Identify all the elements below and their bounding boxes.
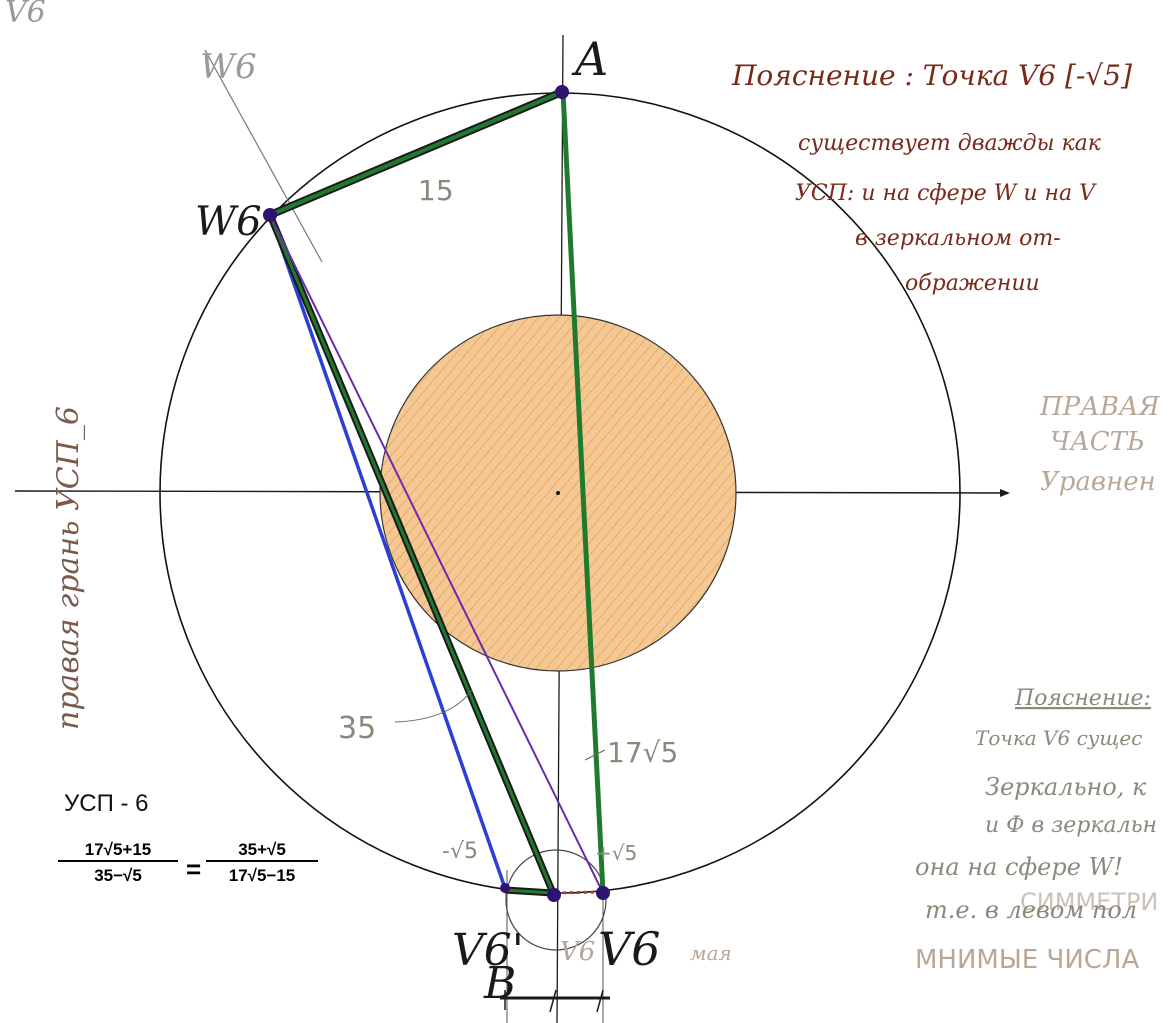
point-center-bottom [547, 888, 561, 902]
point-v6-prime [500, 883, 510, 893]
note-line: Уравнен [1040, 467, 1156, 497]
formula-right-fraction: 35+√5 17√5−15 [206, 840, 318, 886]
note-line: Точка V6 сущес [975, 726, 1142, 750]
diagram-title: УСП - 6 [64, 790, 149, 817]
note-line: Пояснение: [1014, 686, 1151, 711]
axis-arrow [1000, 489, 1010, 497]
point-w6 [263, 208, 277, 222]
label-length-15: 15 [418, 174, 454, 207]
leader-35 [394, 689, 473, 723]
formula-right-denominator: 17√5−15 [228, 866, 296, 885]
small-circle [505, 849, 607, 951]
formula-left-numerator: 17√5+15 [58, 840, 178, 862]
formula-right-numerator: 35+√5 [206, 840, 318, 862]
leader-17r5 [584, 749, 606, 761]
label-pos-r5: +√5 [595, 841, 637, 865]
label-b: B [483, 958, 516, 1009]
segment-a-v6 [560, 91, 606, 894]
label-v6-right: V6 [598, 922, 661, 976]
segment-w6-v6-purple [269, 214, 604, 894]
note-bottom-mid: мая [690, 941, 732, 965]
label-w6: W6 [195, 199, 262, 245]
note-line: ЧАСТЬ [1050, 427, 1145, 457]
label-v6-small: V6 [560, 937, 595, 967]
note-left-vertical: правая грань УСП_6 [51, 406, 86, 730]
formula-equals: = [186, 854, 202, 884]
label-v6-prime: V6' [452, 925, 524, 976]
note-line: ображении [905, 271, 1040, 296]
note-right-faint: ПРАВАЯ ЧАСТЬ Уравнен [1039, 392, 1161, 497]
note-line: ПРАВАЯ [1039, 392, 1161, 422]
formula-left-fraction: 17√5+15 35−√5 [58, 840, 178, 886]
note-line: Пояснение : Точка V6 [-√5] [731, 59, 1132, 92]
formula-left-denominator: 35−√5 [94, 866, 142, 885]
segment-w6-b-green [268, 214, 555, 894]
note-line: существует дважды как [798, 131, 1102, 156]
label-a: A [571, 32, 608, 86]
note-line: т.е. в левом пол [925, 896, 1137, 924]
note-line: в зеркальном от- [855, 226, 1061, 251]
label-v6-corner: V6 [5, 0, 46, 30]
segment-w6-v6prime-blue [268, 214, 507, 889]
label-neg-r5: -√5 [442, 839, 478, 864]
point-v6 [596, 886, 610, 900]
note-overlay: СИММЕТРИ [1020, 888, 1158, 916]
note-line: Зеркально, к [985, 773, 1147, 801]
b-tick-3 [596, 989, 604, 1013]
label-length-35: 35 [338, 711, 376, 746]
note-line: МНИМЫЕ ЧИСЛА [915, 945, 1139, 975]
label-length-17r5: 17√5 [607, 736, 678, 769]
base-segment-green [504, 888, 554, 895]
origin-point [556, 491, 560, 495]
w6-tangent-line [204, 49, 323, 263]
note-line: и Ф в зеркальн [985, 813, 1157, 838]
point-a [555, 85, 569, 99]
base-segment-dotted [555, 890, 601, 895]
segment-a-w6-green [269, 90, 563, 217]
formula: 17√5+15 35−√5 = 35+√5 17√5−15 [58, 840, 318, 920]
b-tick-2 [549, 989, 557, 1013]
note-line: она на сфере W! [915, 853, 1123, 881]
note-top-right: Пояснение : Точка V6 [-√5] существует дв… [731, 59, 1132, 296]
label-w6-top: W6 [200, 47, 257, 87]
note-line: УСП: и на сфере W и на V [795, 181, 1097, 206]
note-bottom-right: Пояснение: Точка V6 сущес Зеркально, к и… [915, 686, 1158, 975]
